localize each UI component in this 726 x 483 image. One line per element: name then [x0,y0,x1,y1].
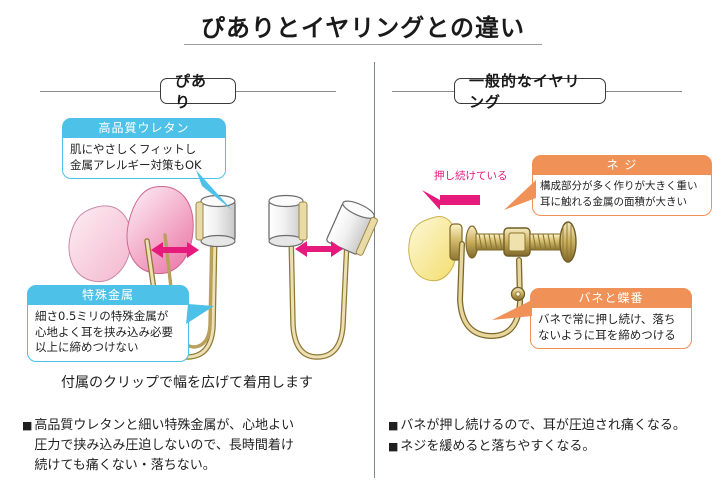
clip-usage-caption: 付属のクリップで幅を広げて着用します [61,375,313,391]
list-item: ■ 高品質ウレタンと細い特殊金属が、心地よい 圧力で挟み込み圧迫しないので、長時… [22,416,372,476]
piari-illustration [68,186,378,360]
callout-screw-line-1: 構成部分が多く作りが大きく重い [540,180,698,192]
bullet-left-1-line-2: 圧力で挟み込み圧迫しないので、長時間着け [34,438,294,453]
list-item: ■ バネが押し続けるので、耳が圧迫され痛くなる。 [388,416,722,436]
thread-lines-right [532,233,557,251]
press-continuously-label: 押し続けている [434,170,508,182]
bullet-text: バネが押し続けるので、耳が圧迫され痛くなる。 [400,416,685,436]
callout-urethane-line-1: 肌にやさしくフィットし [70,142,197,156]
urethane-cushion-right-top [268,194,308,248]
callout-spring-hinge: バネと蝶番 バネで常に押し続け、落ち ないように耳を締めつける [530,288,692,349]
section-rule-right-b [606,91,682,92]
section-header-left: ぴあり [40,72,336,111]
callout-spring-hinge-body: バネで常に押し続け、落ち ないように耳を締めつける [531,308,691,348]
callout-urethane: 高品質ウレタン 肌にやさしくフィットし 金属アレルギー対策もOK [62,118,226,179]
callout-urethane-tail [196,170,232,210]
bullet-marker: ■ [388,440,399,453]
pressure-arrow-right [295,241,343,257]
pressure-arrow-screw [422,190,480,210]
pressure-arrow-left [151,242,199,258]
column-divider [374,62,375,478]
callout-screw-tail [504,180,536,210]
earlobe-front [126,186,194,275]
urethane-cushion-left [195,194,236,248]
bullet-left-1-line-3: 続けても痛くない・落ちない。 [34,458,216,473]
callout-special-metal-tail [186,304,214,324]
bullet-marker: ■ [22,419,33,432]
callout-screw-header: ネ ジ [533,156,711,175]
callout-urethane-body: 肌にやさしくフィットし 金属アレルギー対策もOK [63,138,225,178]
clip-wire-right-inner [289,231,349,359]
thread-lines-left [478,233,503,251]
screw-mechanism [465,221,577,263]
list-item: ■ ネジを緩めると落ちやすくなる。 [388,437,722,457]
callout-spring-hinge-header: バネと蝶番 [531,289,691,308]
callout-special-metal-body: 細さ0.5ミリの特殊金属が 心地よく耳を挟み込み必要 以上に締めつけない [28,305,188,361]
callout-special-metal-line-1: 細さ0.5ミリの特殊金属が [35,309,169,323]
section-rule-right-a [392,91,454,92]
section-label-piari: ぴあり [160,72,236,111]
summary-bullets-left: ■ 高品質ウレタンと細い特殊金属が、心地よい 圧力で挟み込み圧迫しないので、長時… [22,416,372,477]
bullet-right-2-line-1: ネジを緩めると落ちやすくなる。 [400,439,596,454]
callout-urethane-line-2: 金属アレルギー対策もOK [70,157,202,172]
callout-spring-hinge-tail [492,300,532,320]
callout-screw-body: 構成部分が多く作りが大きく重い 耳に触れる金属の面積が大きい [533,175,711,215]
callout-special-metal-header: 特殊金属 [28,286,188,305]
hinge-pivot [510,286,526,302]
bullet-text: ネジを緩めると落ちやすくなる。 [400,437,595,457]
bullet-right-1-line-1: バネが押し続けるので、耳が圧迫され痛くなる。 [400,418,686,433]
callout-special-metal: 特殊金属 細さ0.5ミリの特殊金属が 心地よく耳を挟み込み必要 以上に締めつけな… [27,285,189,362]
urethane-cushion-right-tilt [326,200,378,256]
callout-spring-hinge-line-1: バネで常に押し続け、落ち [538,312,676,326]
callout-special-metal-line-3: 以上に締めつけない [35,340,139,354]
callout-special-metal-line-2: 心地よく耳を挟み込み必要 [35,324,173,339]
bullet-left-1-line-1: 高品質ウレタンと細い特殊金属が、心地よい [34,418,295,433]
callout-urethane-header: 高品質ウレタン [63,119,225,138]
callout-spring-hinge-line-2: ないように耳を締めつける [538,327,676,342]
summary-bullets-right: ■ バネが押し続けるので、耳が圧迫され痛くなる。 ■ ネジを緩めると落ちやすくな… [388,416,722,458]
section-rule-left-b [236,91,336,92]
section-rule-left-a [40,91,160,92]
callout-screw-line-2: 耳に触れる金属の面積が大きい [540,195,687,208]
section-header-right: 一般的なイヤリング [392,72,692,111]
knob-knurl [562,223,572,261]
earlobe-back [68,205,132,283]
bullet-marker: ■ [388,419,399,432]
section-label-general-earring: 一般的なイヤリング [454,72,606,111]
title-underline [184,44,542,45]
callout-screw: ネ ジ 構成部分が多く作りが大きく重い 耳に触れる金属の面積が大きい [532,155,712,216]
bullet-text: 高品質ウレタンと細い特殊金属が、心地よい 圧力で挟み込み圧迫しないので、長時間着… [34,416,294,476]
page-title: ぴありとイヤリングとの違い [200,14,526,42]
